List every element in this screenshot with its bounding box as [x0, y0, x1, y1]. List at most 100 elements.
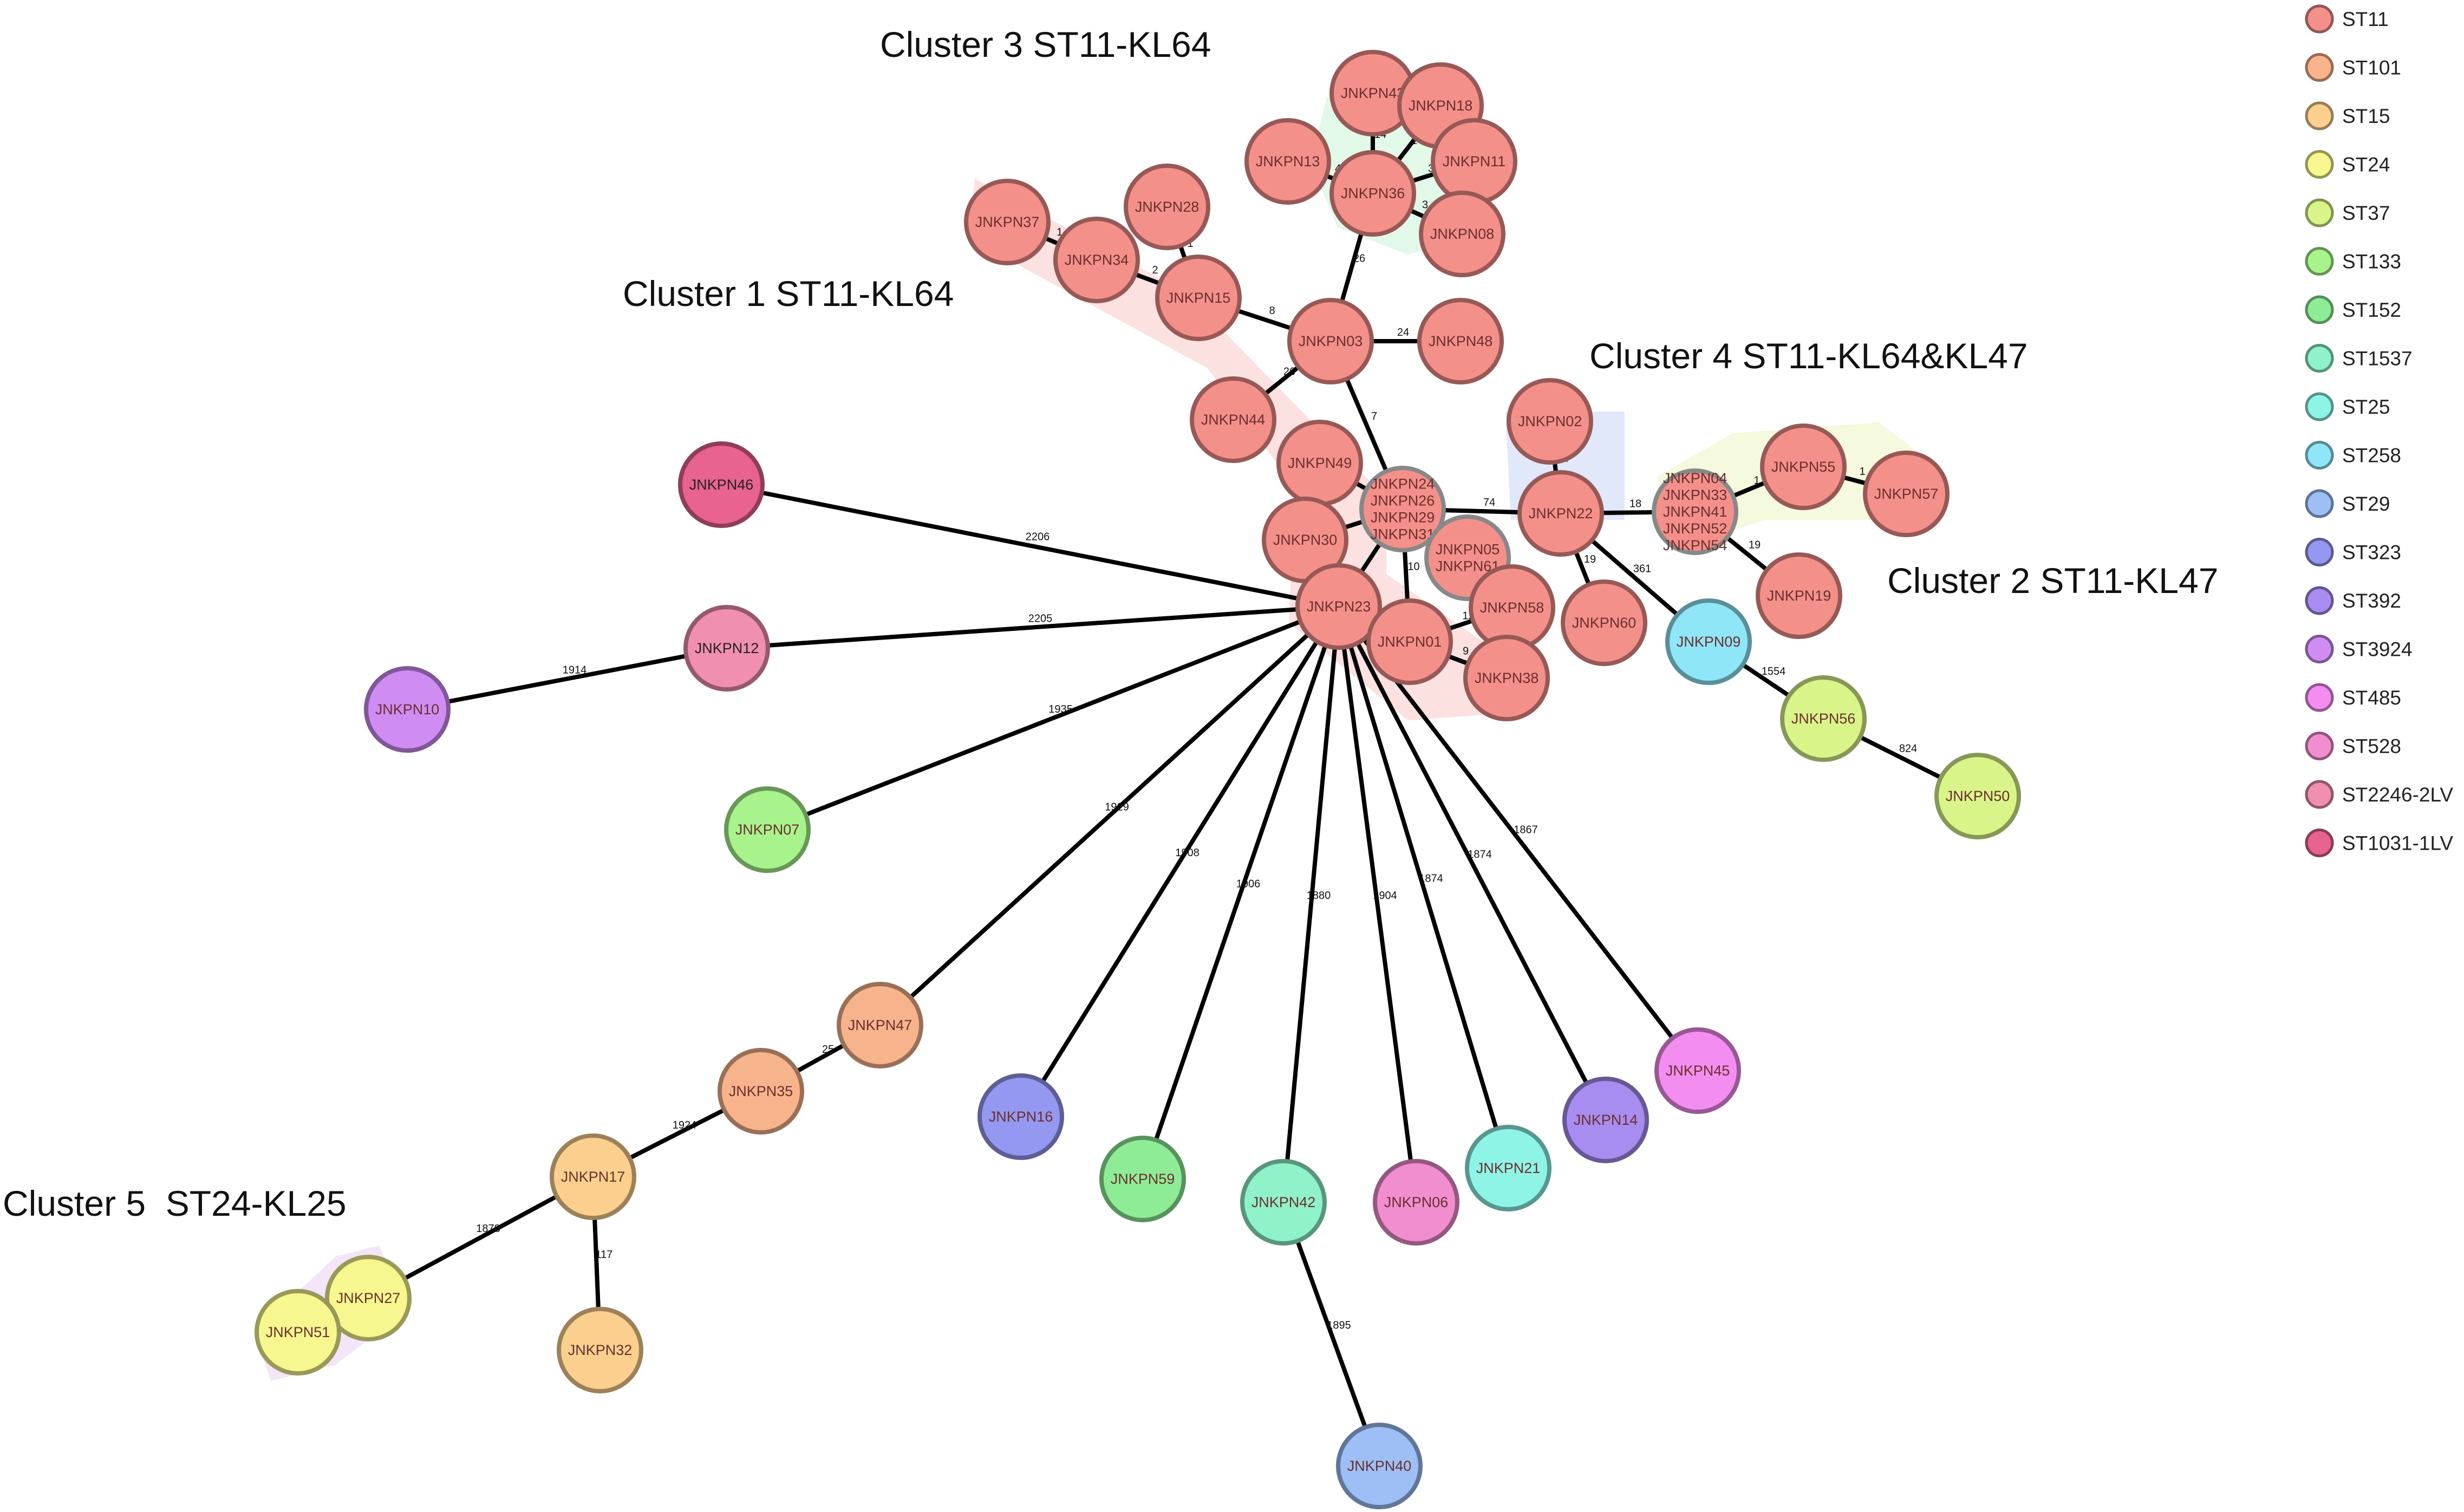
edge-JNKPN59-JNKPN23 — [1140, 605, 1341, 1180]
node-circle — [1419, 191, 1505, 277]
node-jnkpn47[interactable]: JNKPN47 — [837, 982, 923, 1068]
legend-item-st11: ST11 — [2305, 4, 2389, 34]
node-label: JNKPN18 — [1409, 97, 1473, 114]
node-jnkpn50[interactable]: JNKPN50 — [1934, 753, 2021, 839]
node-circle — [1099, 1136, 1186, 1222]
node-jnkpn11[interactable]: JNKPN11 — [1431, 118, 1517, 205]
node-jnkpn45[interactable]: JNKPN45 — [1654, 1027, 1741, 1114]
cluster-label-layer: Cluster 3 ST11-KL64 Cluster 1 ST11-KL64 … — [3, 24, 2218, 1223]
node-jnkpn22[interactable]: JNKPN22 — [1517, 470, 1604, 557]
node-jnkpn56[interactable]: JNKPN56 — [1780, 675, 1867, 762]
node-jnkpn17[interactable]: JNKPN17 — [550, 1133, 636, 1220]
node-circle — [1652, 468, 1738, 555]
node-jnkpn03[interactable]: JNKPN03 — [1287, 298, 1374, 384]
legend-label: ST29 — [2342, 493, 2390, 515]
node-circle — [255, 1289, 341, 1376]
node-jnkpn55[interactable]: JNKPN55 — [1760, 423, 1847, 510]
node-label: JNKPN12 — [695, 640, 759, 656]
node-circle — [325, 1255, 412, 1341]
node-circle — [1463, 635, 1550, 721]
node-label: JNKPN33 — [1663, 487, 1728, 503]
legend-item-st1031-1lv: ST1031-1LV — [2305, 829, 2453, 857]
edge-distance-label: 1906 — [1236, 878, 1261, 890]
legend-item-st37: ST37 — [2305, 198, 2390, 227]
node-jnkpn23[interactable]: JNKPN23 — [1295, 563, 1382, 650]
legend-swatch — [2305, 53, 2334, 82]
node-jnkpn59[interactable]: JNKPN59 — [1099, 1136, 1186, 1222]
edge-distance-label: 1904 — [1373, 890, 1397, 902]
node-jnkpn57[interactable]: JNKPN57 — [1863, 451, 1950, 537]
edge-JNKPN45-JNKPN23 — [1337, 605, 1700, 1072]
node-circle — [1287, 298, 1374, 384]
node-jnkpn15[interactable]: JNKPN15 — [1155, 255, 1242, 341]
node-label: JNKPN03 — [1299, 333, 1363, 349]
node-jnkpn08[interactable]: JNKPN08 — [1419, 191, 1505, 277]
node-jnkpn02[interactable]: JNKPN02 — [1507, 378, 1593, 465]
edge-distance-label: 2205 — [1028, 613, 1053, 625]
node-jnkpn40[interactable]: JNKPN40 — [1336, 1423, 1423, 1509]
legend-swatch — [2305, 683, 2334, 712]
legend-swatch — [2305, 344, 2334, 373]
node-label: JNKPN22 — [1529, 505, 1593, 522]
edge-distance-label: 1908 — [1175, 847, 1200, 859]
node-label: JNKPN14 — [1574, 1112, 1638, 1128]
node-circle — [1665, 598, 1752, 685]
node-label: JNKPN47 — [848, 1017, 912, 1033]
node-jnkpn37[interactable]: JNKPN37 — [964, 179, 1051, 265]
node-jnkpn44[interactable]: JNKPN44 — [1190, 376, 1276, 463]
node-jnkpn46[interactable]: JNKPN46 — [678, 441, 765, 528]
node-jnkpn12[interactable]: JNKPN12 — [683, 605, 770, 692]
node-circle — [1780, 675, 1867, 762]
node-circle — [724, 786, 811, 873]
node-label: JNKPN02 — [1518, 413, 1582, 429]
node-jnkpn36[interactable]: JNKPN36 — [1329, 150, 1416, 237]
node-circle — [1053, 217, 1140, 303]
node-jnkpn51[interactable]: JNKPN51 — [255, 1289, 341, 1376]
node-jnkpn58[interactable]: JNKPN58 — [1469, 564, 1555, 651]
edge-distance-label: 1874 — [1419, 873, 1443, 885]
node-jnkpn16[interactable]: JNKPN16 — [977, 1073, 1064, 1160]
node-jnkpn34[interactable]: JNKPN34 — [1053, 217, 1140, 303]
node-jnkpn01[interactable]: JNKPN01 — [1366, 598, 1453, 685]
edge-distance-label: 24 — [1397, 327, 1409, 338]
node-label: JNKPN04 — [1663, 470, 1728, 486]
node-jnkpn60[interactable]: JNKPN60 — [1561, 579, 1647, 666]
node-jnkpn21[interactable]: JNKPN21 — [1465, 1125, 1552, 1211]
node-jnkpn07[interactable]: JNKPN07 — [724, 786, 811, 873]
node-jnkpn09[interactable]: JNKPN09 — [1665, 598, 1752, 685]
node-jnkpn27[interactable]: JNKPN27 — [325, 1255, 412, 1341]
node-jnkpn06[interactable]: JNKPN06 — [1373, 1159, 1459, 1246]
legend-item-st152: ST152 — [2305, 295, 2401, 324]
edge-distance-label: 3 — [1428, 163, 1434, 175]
legend-item-st323: ST323 — [2305, 538, 2401, 566]
edge-distance-label: 1 — [1057, 226, 1062, 238]
legend-item-st101: ST101 — [2305, 53, 2401, 82]
edge-distance-label: 361 — [1633, 563, 1651, 575]
node-jnkpn48[interactable]: JNKPN48 — [1417, 298, 1504, 384]
node-jnkpn13[interactable]: JNKPN13 — [1244, 118, 1331, 205]
legend-item-st3924: ST3924 — [2305, 635, 2413, 663]
node-jnkpn19[interactable]: JNKPN19 — [1756, 552, 1842, 639]
node-label: JNKPN01 — [1378, 634, 1442, 650]
node-jnkpn10[interactable]: JNKPN10 — [364, 666, 451, 753]
node-jnkpn38[interactable]: JNKPN38 — [1463, 635, 1550, 721]
node-label: JNKPN24 — [1371, 476, 1435, 492]
legend-swatch — [2305, 635, 2334, 663]
node-jnkpn14[interactable]: JNKPN14 — [1562, 1077, 1649, 1163]
node-label: JNKPN42 — [1251, 1194, 1316, 1210]
legend-item-st2246-2lv: ST2246-2LV — [2305, 780, 2453, 809]
edge-JNKPN42-JNKPN40 — [1281, 1201, 1381, 1467]
cluster-label-5: Cluster 5 ST24-KL25 — [3, 1183, 347, 1223]
node-label: JNKPN15 — [1166, 290, 1231, 306]
node-jnkpn42[interactable]: JNKPN42 — [1240, 1159, 1327, 1246]
node-jnkpn32[interactable]: JNKPN32 — [557, 1307, 643, 1393]
node-label: JNKPN45 — [1666, 1063, 1730, 1079]
node-label: JNKPN26 — [1371, 493, 1435, 509]
edge-distance-label: 26 — [1283, 366, 1295, 378]
node-jnkpn35[interactable]: JNKPN35 — [718, 1048, 804, 1135]
node-jnkpn49[interactable]: JNKPN49 — [1276, 420, 1363, 506]
edge-distance-label: 10 — [1407, 561, 1419, 573]
node-jnkpn28[interactable]: JNKPN28 — [1124, 164, 1210, 250]
